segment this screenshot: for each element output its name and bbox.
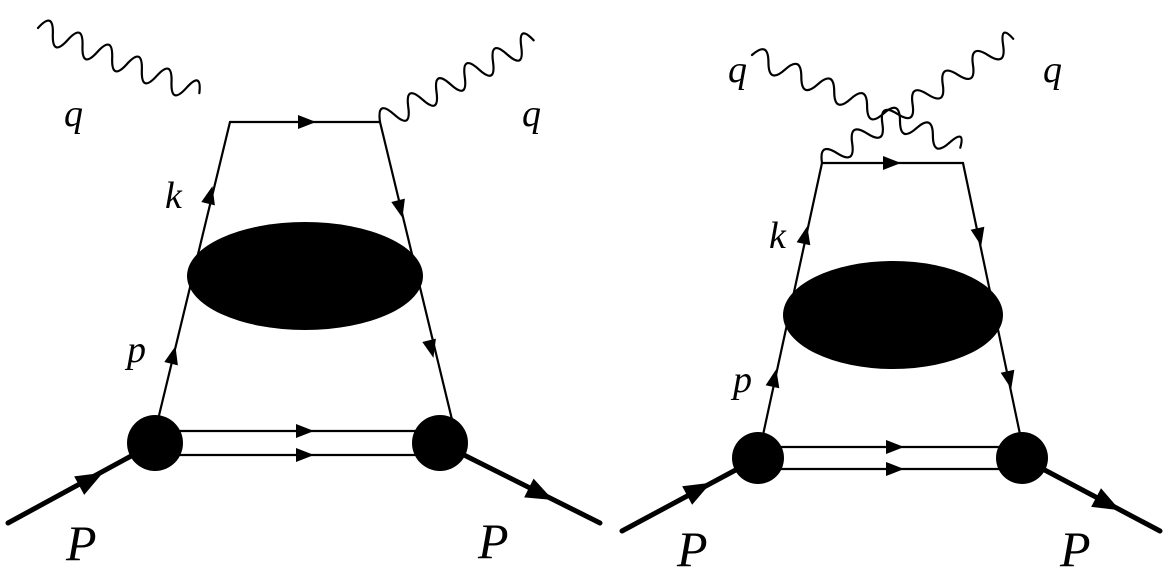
arrow-proton-in xyxy=(682,473,716,505)
label-photon-left: q xyxy=(728,49,747,91)
label-proton-in: P xyxy=(65,515,97,569)
arrow-proton-in xyxy=(74,463,108,495)
interaction-blob xyxy=(187,222,423,330)
label-k: k xyxy=(165,175,183,217)
vertex-left xyxy=(127,415,183,471)
photon-left-line xyxy=(750,48,963,150)
photon-right-line xyxy=(378,32,535,124)
diagram-handbag: q q k p P P xyxy=(5,19,603,569)
arrow-spectator-lower xyxy=(886,462,904,476)
label-proton-out: P xyxy=(1059,521,1091,569)
arrow-k xyxy=(201,184,220,206)
photon-left-line xyxy=(36,19,201,97)
arrow-proton-out xyxy=(524,478,558,510)
vertex-left xyxy=(732,432,784,484)
arrow-right-upper xyxy=(391,198,410,220)
label-photon-right: q xyxy=(522,93,541,135)
arrow-k xyxy=(796,224,815,246)
proton-out-line xyxy=(1019,455,1163,534)
arrow-spectator-upper xyxy=(886,440,904,454)
arrow-spectator-lower xyxy=(296,448,314,462)
label-k: k xyxy=(769,215,787,257)
label-proton-in: P xyxy=(676,521,708,569)
diagram-crossed: q q k p P P xyxy=(619,31,1163,569)
photon-right-line xyxy=(820,31,1015,165)
label-photon-right: q xyxy=(1043,49,1062,91)
arrow-top xyxy=(883,156,901,170)
arrow-proton-out xyxy=(1091,488,1125,520)
proton-out-line xyxy=(437,440,603,526)
label-p: p xyxy=(730,359,752,401)
label-proton-out: P xyxy=(477,513,509,569)
interaction-blob xyxy=(783,261,1003,369)
arrow-p xyxy=(765,367,784,389)
arrow-p xyxy=(164,344,183,366)
vertex-right xyxy=(412,415,468,471)
arrow-spectator-upper xyxy=(296,424,314,438)
label-photon-left: q xyxy=(64,93,83,135)
vertex-right xyxy=(996,432,1048,484)
arrow-top xyxy=(298,115,316,129)
label-p: p xyxy=(124,329,146,371)
